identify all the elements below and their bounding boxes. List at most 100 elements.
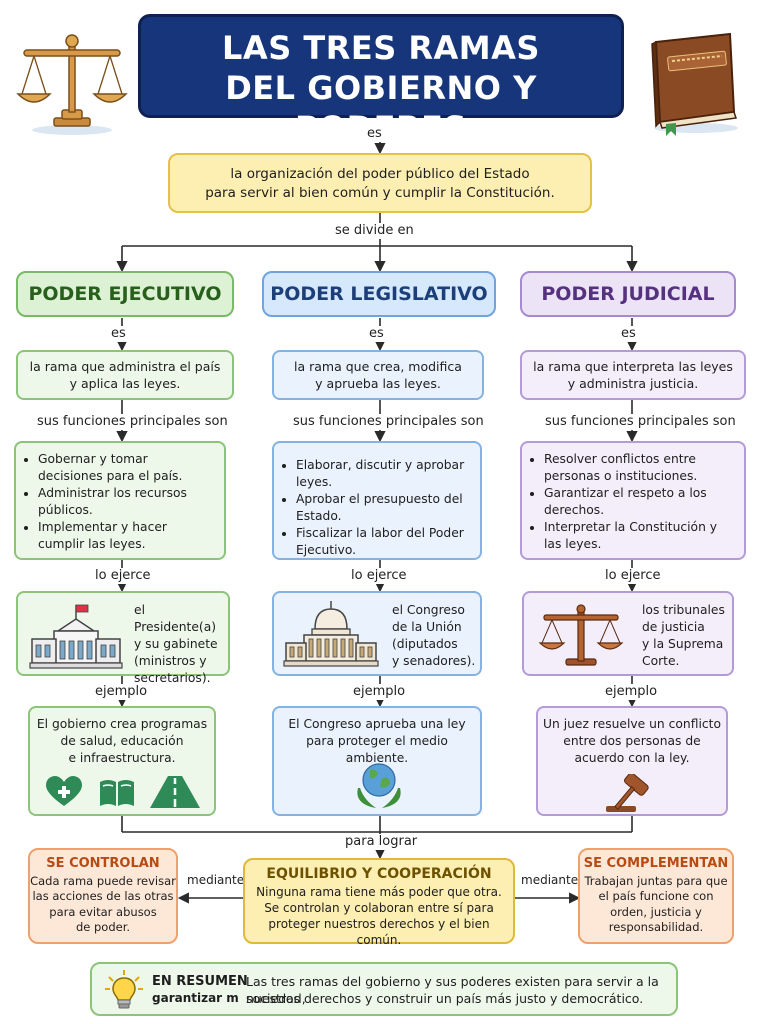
who-judicial-line: de justicia [642,620,705,634]
connector-es-judicial: es [618,326,639,342]
who-ejecutivo-line: (ministros y [134,654,207,668]
function-item: Implementar y hacer cumplir las leyes. [38,519,216,553]
example-legislativo: El Congreso aprueba una ley para protege… [272,706,482,816]
scales-icon [16,34,128,135]
connector-funciones-judicial: sus funciones principales son [542,414,739,430]
who-judicial-line: y la Suprema [642,637,724,651]
summary-label: EN RESUMEN [152,974,248,989]
function-item: Garantizar el respeto a los derechos. [544,485,736,519]
desc-legislativo-line-1: la rama que crea, modifica [294,359,462,374]
desc-legislativo-line-2: y aprueba las leyes. [315,376,441,391]
functions-ejecutivo: Gobernar y tomar decisiones para el país… [14,441,226,560]
example-judicial-line: acuerdo con la ley. [574,751,690,765]
who-legislativo: el Congreso de la Unión (diputados y sen… [272,591,482,676]
definition-box: la organización del poder público del Es… [168,153,592,213]
summary-line-2: nuestros derechos y construir un país má… [246,991,644,1006]
se-complementan-line: responsabilidad. [608,920,704,934]
connector-es-top: es [364,126,385,142]
se-complementan-line: el país funcione con [598,889,714,903]
function-item: Gobernar y tomar decisiones para el país… [38,451,216,485]
equilibrio-box: EQUILIBRIO Y COOPERACIÓN Ninguna rama ti… [243,858,515,947]
lightbulb-icon [105,970,143,1009]
example-judicial-line: Un juez resuelve un conflicto [543,717,721,731]
health-heart-icon [46,776,82,806]
gavel-icon [606,774,649,812]
equilibrio-line: proteger nuestros derechos y el bien com… [268,917,490,947]
who-legislativo-line: el Congreso [392,603,465,617]
branch-legislativo-header: PODER LEGISLATIVO [262,271,496,317]
who-legislativo-line: (diputados [392,637,458,651]
who-judicial: los tribunales de justicia y la Suprema … [522,591,734,676]
connector-es-ejecutivo: es [108,326,129,342]
globe-icon [357,763,401,808]
connector-mediante-right: mediante [518,872,582,888]
connector-ejemplo-ejecutivo: ejemplo [92,684,151,700]
se-complementan-box: SE COMPLEMENTAN Trabajan juntas para que… [578,848,734,944]
connector-para-lograr: para lograr [342,834,421,850]
function-item: Resolver conflictos entre personas o ins… [544,451,736,485]
who-judicial-line: Corte. [642,654,680,668]
se-controlan-line: para evitar abusos [49,904,157,919]
education-book-icon [100,780,134,806]
equilibrio-title: EQUILIBRIO Y COOPERACIÓN [266,866,492,882]
connector-ejemplo-legislativo: ejemplo [350,684,409,700]
scales-icon [538,604,624,666]
function-item: Administrar los recursos públicos. [38,485,216,519]
summary-line-1: Las tres ramas del gobierno y sus podere… [246,974,659,1006]
se-controlan-line: de poder. [75,920,131,934]
title-line-1: LAS TRES RAMAS [222,29,540,67]
connector-funciones-legislativo: sus funciones principales son [290,414,487,430]
desc-legislativo: la rama que crea, modifica y aprueba las… [272,350,484,400]
constitution-book-icon [651,32,738,136]
desc-judicial-line-1: la rama que interpreta las leyes [533,359,733,374]
example-ejecutivo: El gobierno crea programas de salud, edu… [28,706,216,816]
who-legislativo-line: de la Unión [392,620,462,634]
example-ejecutivo-line: de salud, educación [60,734,184,748]
connector-ejemplo-judicial: ejemplo [602,684,661,700]
desc-ejecutivo-line-2: y aplica las leyes. [69,376,181,391]
connector-mediante-left: mediante [184,872,248,888]
capitol-icon [283,601,379,667]
who-legislativo-line: y senadores). [392,654,476,668]
connector-funciones-ejecutivo: sus funciones principales son [34,414,231,430]
function-item: Fiscalizar la labor del Poder Ejecutivo. [296,525,472,559]
example-ejecutivo-line: e infraestructura. [68,751,176,765]
example-judicial-line: entre dos personas de [563,734,701,748]
government-building-icon [29,604,123,669]
branch-judicial-header: PODER JUDICIAL [520,271,736,317]
se-complementan-line: Trabajan juntas para que [584,873,728,888]
desc-judicial: la rama que interpreta las leyes y admin… [520,350,746,400]
function-item: Aprobar el presupuesto del Estado. [296,491,472,525]
who-ejecutivo-line: y su gabinete [134,637,218,651]
connector-se-divide: se divide en [332,223,417,239]
equilibrio-line: Ninguna rama tiene más poder que otra. [256,885,502,899]
definition-line-1: la organización del poder público del Es… [230,166,530,182]
connector-lo-ejerce-ejecutivo: lo ejerce [92,568,154,584]
connector-es-legislativo: es [366,326,387,342]
example-judicial: Un juez resuelve un conflicto entre dos … [536,706,728,816]
page-title: LAS TRES RAMAS DEL GOBIERNO Y PODERES [138,14,624,147]
who-ejecutivo-line: el Presidente(a) [134,603,217,634]
se-complementan-title: SE COMPLEMENTAN [583,856,729,871]
branch-ejecutivo-header: PODER EJECUTIVO [16,271,234,317]
functions-legislativo: Elaborar, discutir y aprobar leyes. Apro… [272,441,482,560]
se-controlan-box: SE CONTROLAN Cada rama puede revisar las… [28,848,178,944]
functions-judicial: Resolver conflictos entre personas o ins… [520,441,746,560]
desc-judicial-line-2: y administra justicia. [567,376,699,391]
equilibrio-line: Se controlan y colaboran entre sí para [264,901,494,915]
desc-ejecutivo-line-1: la rama que administra el país [29,359,221,374]
desc-ejecutivo: la rama que administra el país y aplica … [16,350,234,400]
example-legislativo-line: para proteger el medio ambiente. [306,734,448,765]
who-judicial-line: los tribunales [642,603,725,617]
definition-line-2: para servir al bien común y cumplir la C… [205,185,555,201]
summary-box: EN RESUMEN garantizar m Las tres ramas d… [90,962,678,1016]
connector-lo-ejerce-legislativo: lo ejerce [348,568,410,584]
example-legislativo-line: El Congreso aprueba una ley [288,717,466,731]
function-item: Elaborar, discutir y aprobar leyes. [296,457,472,491]
road-icon [150,776,200,808]
example-ejecutivo-line: El gobierno crea programas [36,717,208,731]
se-controlan-title: SE CONTROLAN [46,856,160,871]
function-item: Interpretar la Constitución y las leyes. [544,519,736,553]
se-controlan-line: las acciones de las otras [32,889,174,903]
who-ejecutivo: el Presidente(a) y su gabinete (ministro… [16,591,230,685]
